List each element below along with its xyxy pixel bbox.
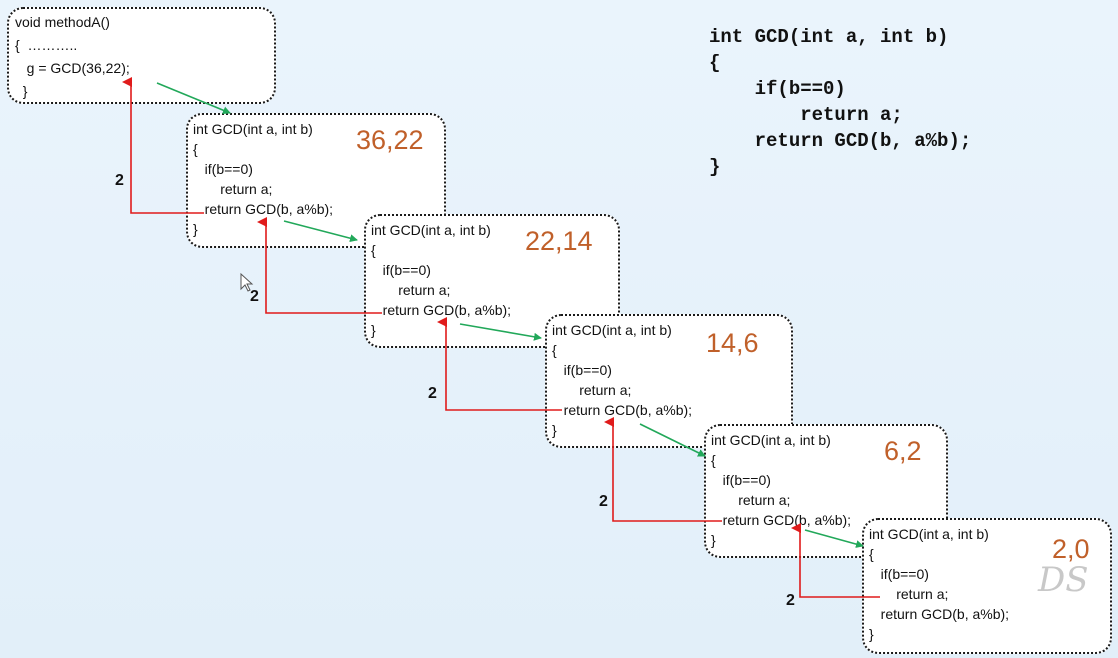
frame-return-gcd: return GCD(b, a%b); [869,606,1010,622]
return-arrow-4 [604,417,722,522]
gcd-frame-3: int GCD(int a, int b) { if(b==0) return … [545,314,793,448]
frame-open-brace: { [193,141,198,157]
return-value-label-1: 2 [115,172,124,189]
code-line-return-a: return a; [709,104,903,126]
frame-if: if(b==0) [869,566,929,582]
code-line-return-gcd: return GCD(b, a%b); [709,130,972,152]
caller-line-close: } [15,83,28,99]
frame-signature: int GCD(int a, int b) [711,432,831,448]
frame-close-brace: } [193,221,198,237]
frame-open-brace: { [371,242,376,258]
frame-signature: int GCD(int a, int b) [371,222,491,238]
frame-close-brace: } [552,422,557,438]
frame-if: if(b==0) [711,472,771,488]
return-arrow-5 [791,523,880,598]
frame-args: 2,0 [1052,534,1090,564]
gcd-frame-1: int GCD(int a, int b) { if(b==0) return … [186,113,446,248]
frame-return-a: return a; [869,586,949,602]
return-arrow-3 [437,317,562,411]
return-arrow-1 [122,77,204,214]
return-value-label-5: 2 [786,592,795,609]
mouse-cursor-icon [240,272,254,292]
code-line-close: } [709,156,721,178]
frame-return-a: return a; [371,282,451,298]
ds-watermark: DS [1038,560,1089,600]
frame-args: 36,22 [356,125,424,155]
caller-line-call: g = GCD(36,22); [15,60,130,76]
frame-return-gcd: return GCD(b, a%b); [711,512,852,528]
frame-return-gcd: return GCD(b, a%b); [193,201,334,217]
frame-args: 6,2 [884,436,922,466]
return-value-label-4: 2 [599,493,608,510]
frame-return-a: return a; [193,181,273,197]
call-arrow-2 [283,220,358,243]
code-line-signature: int GCD(int a, int b) [709,26,949,48]
frame-return-a: return a; [711,492,791,508]
return-value-label-2: 2 [250,288,259,305]
frame-if: if(b==0) [371,262,431,278]
code-line-open: { [709,52,721,74]
frame-open-brace: { [869,546,874,562]
frame-args: 22,14 [525,226,593,256]
frame-close-brace: } [711,532,716,548]
return-arrow-2 [257,217,382,314]
frame-signature: int GCD(int a, int b) [552,322,672,338]
frame-return-gcd: return GCD(b, a%b); [371,302,512,318]
frame-if: if(b==0) [193,161,253,177]
gcd-code-listing: int GCD(int a, int b) { if(b==0) return … [709,24,971,180]
caller-line-signature: void methodA() [15,14,110,30]
call-arrow-3 [459,323,542,341]
call-arrow-1 [156,82,231,115]
frame-args: 14,6 [706,328,759,358]
return-value-label-3: 2 [428,385,437,402]
frame-return-a: return a; [552,382,632,398]
frame-close-brace: } [869,626,874,642]
call-arrow-5 [804,529,864,548]
caller-line-open: { ……….. [15,37,78,53]
frame-signature: int GCD(int a, int b) [193,121,313,137]
code-line-if: if(b==0) [709,78,846,100]
frame-return-gcd: return GCD(b, a%b); [552,402,693,418]
frame-open-brace: { [552,342,557,358]
call-arrow-4 [639,423,706,457]
frame-signature: int GCD(int a, int b) [869,526,989,542]
frame-open-brace: { [711,452,716,468]
frame-close-brace: } [371,322,376,338]
caller-box: void methodA() { ……….. g = GCD(36,22); } [7,7,276,104]
gcd-frame-5: int GCD(int a, int b) { if(b==0) return … [862,518,1112,654]
frame-if: if(b==0) [552,362,612,378]
